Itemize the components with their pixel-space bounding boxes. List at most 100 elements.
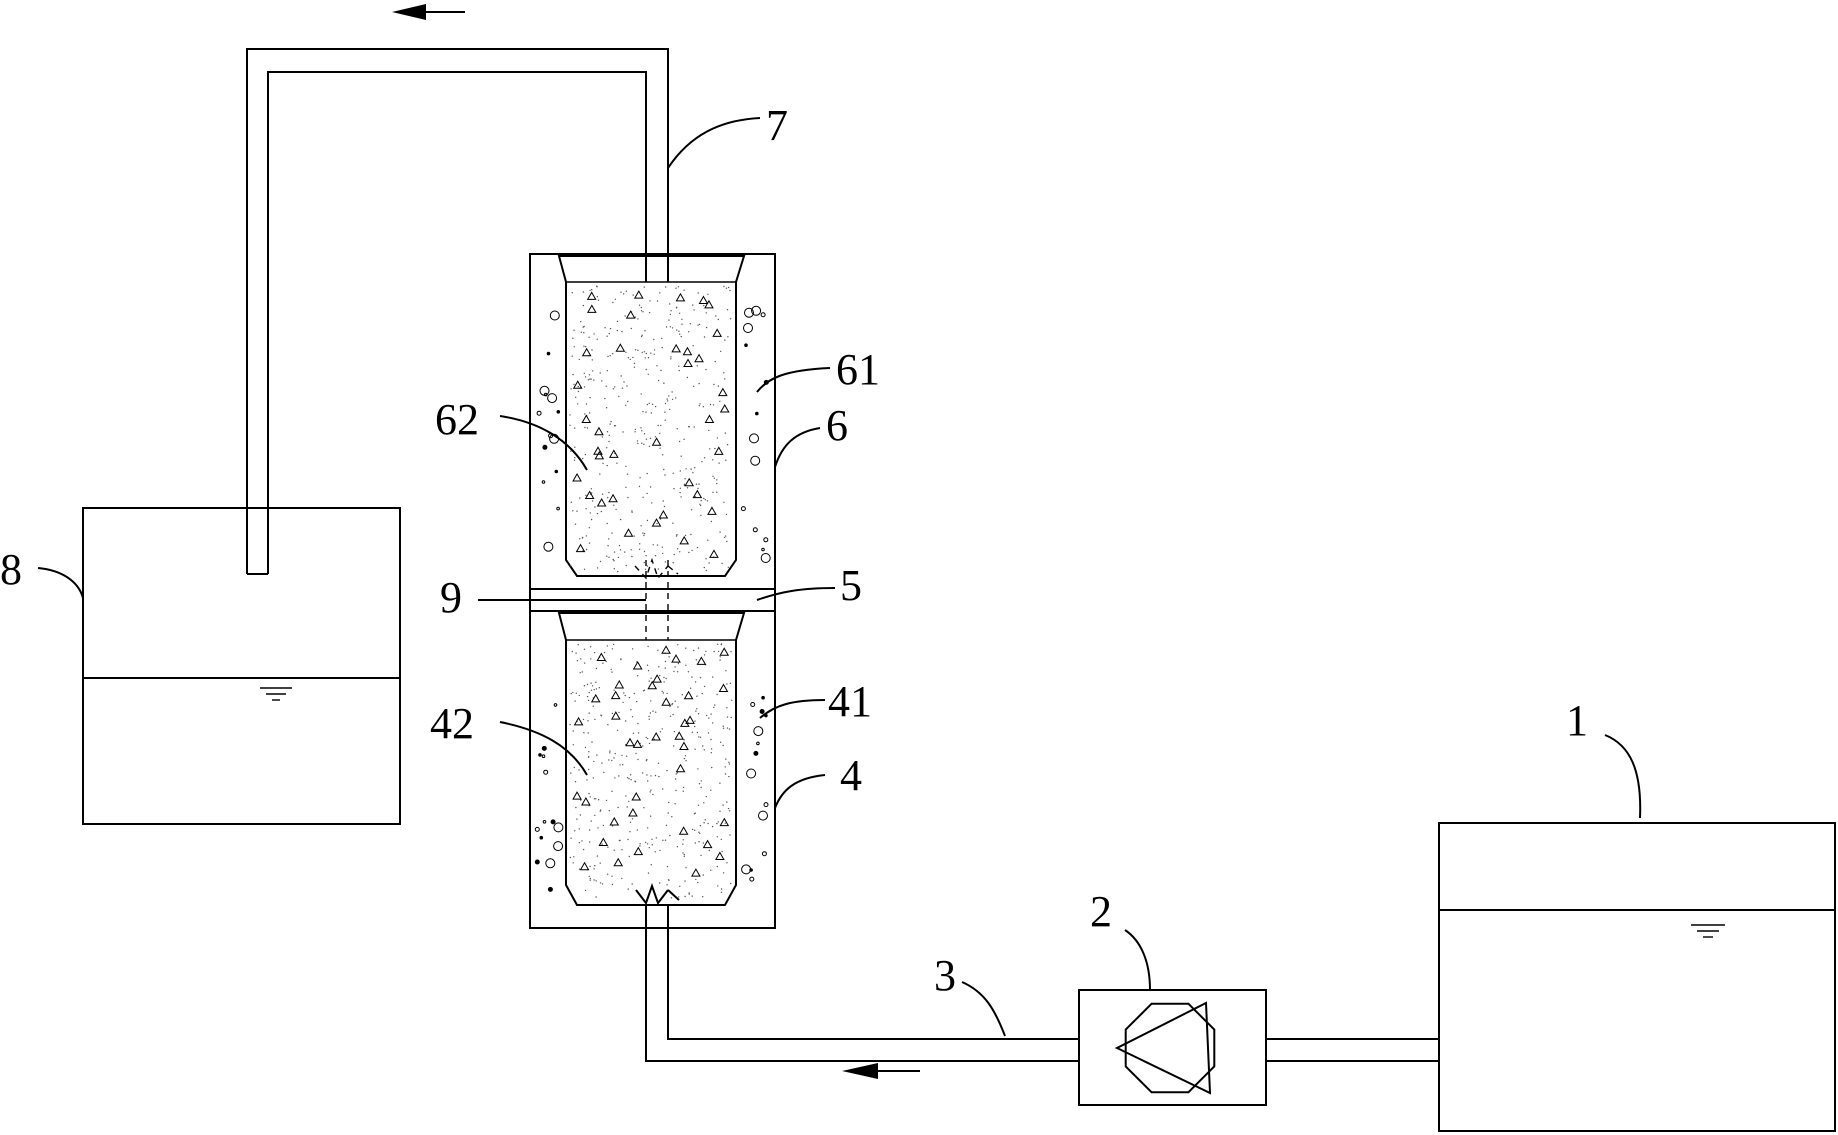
label-62: 62: [435, 395, 479, 444]
media-grain: [585, 508, 587, 510]
media-grain: [705, 368, 707, 371]
bubble: [553, 703, 558, 707]
media-particle: [702, 839, 713, 849]
media-grain: [636, 440, 639, 442]
media-grain: [648, 402, 650, 404]
media-grain: [634, 316, 636, 318]
media-grain: [664, 474, 666, 476]
media-grain: [672, 472, 674, 474]
media-grain: [591, 359, 593, 361]
bubble: [549, 310, 560, 321]
bubble: [553, 841, 564, 852]
media-grain: [666, 865, 669, 868]
media-particle: [575, 543, 586, 553]
media-grain: [671, 702, 674, 705]
media-grain: [670, 897, 673, 899]
media-grain: [587, 720, 589, 722]
media-grain: [658, 775, 660, 778]
media-grain: [572, 510, 574, 512]
media-grain: [673, 670, 675, 673]
media-grain: [601, 883, 604, 885]
media-grain: [702, 745, 704, 747]
media-grain: [573, 383, 575, 386]
media-grain: [590, 378, 592, 380]
media-grain: [625, 290, 628, 292]
media-grain: [589, 512, 591, 514]
media-grain: [691, 731, 694, 733]
media-grain: [577, 403, 579, 405]
media-grain: [678, 330, 680, 332]
media-grain: [578, 868, 581, 870]
media-grain: [681, 318, 683, 320]
media-grain: [646, 472, 648, 475]
media-grain: [726, 444, 729, 446]
bubble: [546, 351, 551, 356]
media-grain: [692, 472, 694, 474]
media-grain: [600, 809, 602, 811]
media-grain: [651, 403, 654, 405]
bubble: [761, 547, 765, 552]
media-grain: [723, 501, 725, 503]
media-grain: [593, 651, 596, 654]
media-grain: [715, 315, 717, 317]
media-particle: [633, 290, 644, 299]
media-grain: [648, 715, 650, 718]
connector-9: [634, 557, 679, 640]
media-grain: [573, 329, 575, 331]
media-grain: [716, 822, 718, 825]
media-grain: [700, 499, 702, 502]
media-grain: [585, 535, 588, 537]
media-grain: [640, 525, 642, 527]
media-grain: [710, 748, 713, 750]
media-grain: [708, 429, 710, 432]
media-grain: [579, 814, 582, 816]
media-grain: [720, 838, 722, 841]
media-grain: [625, 351, 627, 353]
media-grain: [645, 555, 647, 557]
media-grain: [641, 442, 643, 444]
media-grain: [722, 727, 725, 729]
media-grain: [714, 704, 716, 706]
media-grain: [622, 764, 624, 766]
media-grain: [686, 487, 689, 489]
media-grain: [634, 431, 636, 433]
media-grain: [618, 839, 621, 842]
media-grain: [664, 839, 667, 841]
media-grain: [633, 366, 636, 368]
bubble: [756, 741, 760, 746]
media-grain: [656, 522, 658, 525]
media-grain: [569, 856, 571, 859]
media-grain: [569, 565, 572, 567]
media-grain: [584, 453, 587, 456]
media-grain: [622, 431, 624, 433]
bubble: [547, 886, 553, 892]
media-grain: [723, 536, 726, 539]
media-grain: [611, 883, 614, 886]
media-grain: [727, 807, 730, 810]
bubble: [741, 864, 752, 875]
media-grain: [710, 869, 712, 871]
media-grain: [683, 289, 685, 291]
media-particle: [594, 450, 605, 460]
media-grain: [673, 730, 676, 733]
media-grain: [605, 385, 607, 387]
media-grain: [676, 772, 679, 774]
media-particle: [674, 731, 685, 740]
media-grain: [724, 822, 726, 824]
label-4: 4: [840, 751, 862, 800]
media-grain: [600, 714, 602, 716]
media-grain: [689, 323, 692, 325]
media-grain: [645, 760, 648, 762]
media-grain: [731, 699, 733, 701]
media-grain: [596, 567, 599, 569]
media-grain: [729, 682, 732, 684]
media-grain: [726, 716, 729, 718]
media-grain: [618, 775, 620, 777]
media-grain: [590, 689, 593, 691]
media-grain: [645, 736, 647, 739]
media-particle: [651, 518, 662, 527]
media-grain: [637, 732, 640, 734]
media-grain: [644, 568, 647, 570]
media-grain: [674, 666, 676, 668]
media-grain: [640, 335, 643, 338]
